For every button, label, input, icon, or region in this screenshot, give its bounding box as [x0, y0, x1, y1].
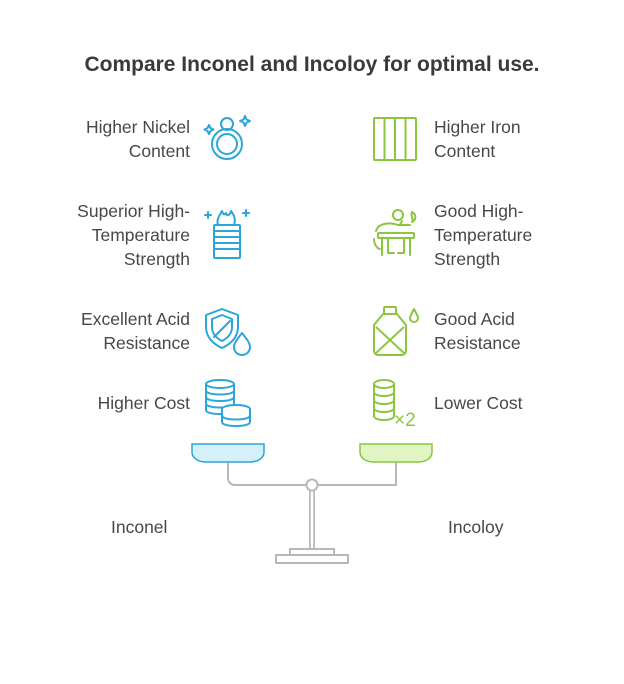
inconel-temperature-label: Superior High- Temperature Strength	[77, 201, 190, 269]
incoloy-temperature-label: Good High- Temperature Strength	[434, 201, 533, 269]
incoloy-iron-label: Higher Iron Content	[434, 117, 521, 161]
fire-coil-icon	[204, 209, 250, 259]
incoloy-acid-label: Good Acid Resistance	[434, 309, 521, 353]
iron-bars-icon	[373, 117, 417, 161]
incoloy-cost-label: Lower Cost	[434, 393, 523, 413]
ring-sparkle-icon	[203, 115, 251, 160]
inconel-pan	[191, 443, 265, 463]
diagram-title: Compare Inconel and Incoloy for optimal …	[84, 53, 540, 76]
scale-pivot	[305, 478, 319, 492]
inconel-side-label: Inconel	[111, 517, 168, 537]
acid-flask-icon	[373, 306, 419, 356]
scale-beam	[227, 462, 397, 486]
coin-multiplier: ×2	[394, 410, 416, 431]
inconel-acid-label: Excellent Acid Resistance	[81, 309, 190, 353]
balance-scale	[191, 443, 433, 564]
scale-base	[275, 554, 349, 564]
incoloy-side-label: Incoloy	[448, 517, 504, 537]
shield-drop-icon	[205, 308, 251, 356]
inconel-nickel-label: Higher Nickel Content	[85, 117, 190, 161]
coin-stacks-icon	[205, 379, 251, 428]
inconel-cost-label: Higher Cost	[97, 393, 190, 413]
hot-working-icon	[373, 209, 417, 256]
coin-stack-x2-icon: ×2	[373, 379, 416, 431]
incoloy-pan	[359, 443, 433, 463]
